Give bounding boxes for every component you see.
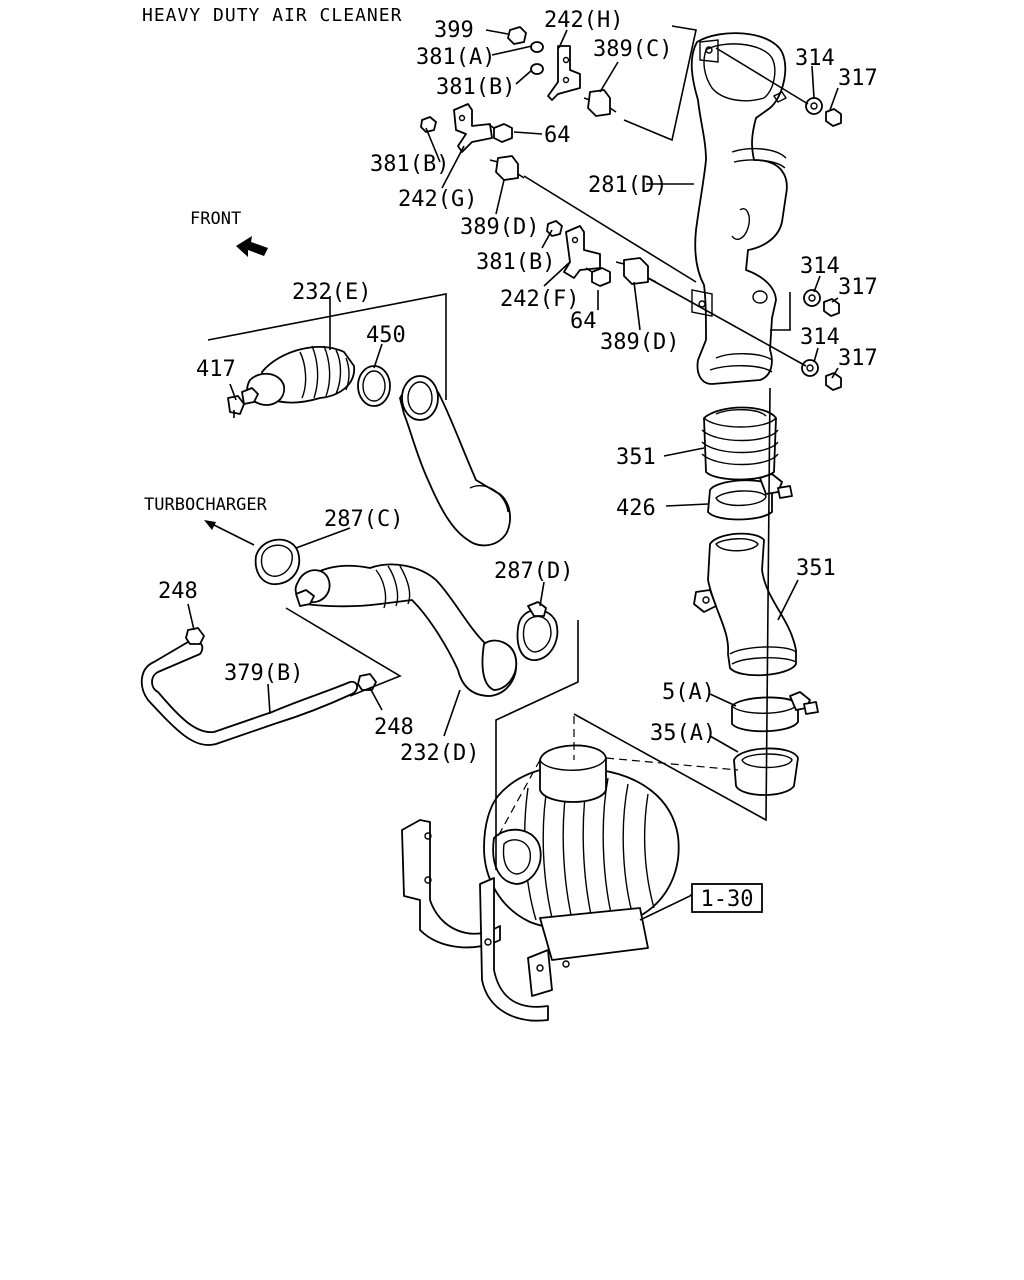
bracket-242h	[547, 45, 581, 101]
callout-label: 64	[570, 309, 597, 334]
clamp-287c	[254, 538, 301, 585]
callout-label: 381(B)	[436, 75, 515, 100]
callout-label: 317	[838, 275, 878, 300]
front-label: FRONT	[190, 209, 241, 229]
turbocharger-label: TURBOCHARGER	[144, 495, 268, 515]
nut-381b-left	[420, 116, 437, 133]
washer-314-top	[805, 97, 823, 115]
callout-label: 317	[838, 346, 878, 371]
callout-label: 287(C)	[324, 507, 403, 532]
bolt-64-top	[487, 123, 513, 143]
callout-label: 317	[838, 66, 878, 91]
callout-label: 242(G)	[398, 187, 477, 212]
callout-label: 389(C)	[593, 37, 672, 62]
callout-label: 381(A)	[416, 45, 495, 70]
bellows-351-upper	[701, 406, 779, 481]
callout-label: 242(H)	[544, 8, 623, 33]
callout-label: 450	[366, 323, 406, 348]
nut-317-mid	[823, 298, 840, 317]
clamp-426	[707, 473, 793, 521]
reference-box-label: 1-30	[701, 887, 754, 912]
clamp-5a	[731, 691, 819, 733]
callout-label: 5(A)	[662, 680, 715, 705]
front-arrow-icon	[236, 236, 268, 257]
callout-label: 64	[544, 123, 571, 148]
turbocharger-arrow-icon	[204, 520, 255, 546]
callout-label: 248	[158, 579, 198, 604]
callout-label: 242(F)	[500, 287, 579, 312]
elbow-hose-middle	[399, 375, 511, 547]
callout-label: 281(D)	[588, 173, 667, 198]
callout-label: 389(D)	[460, 215, 539, 240]
diagram-title: HEAVY DUTY AIR CLEANER	[142, 5, 402, 26]
callout-label: 314	[800, 254, 840, 279]
nut-399	[507, 26, 527, 45]
air-cleaner-housing	[483, 744, 680, 968]
callout-label: 399	[434, 18, 474, 43]
mounting-bracket	[401, 819, 553, 1022]
hose-232d	[294, 563, 518, 697]
clip-248-upper	[185, 627, 205, 645]
nut-317-top	[825, 108, 842, 127]
nut-317-low	[825, 372, 842, 391]
leader-lines	[187, 25, 839, 921]
callout-label: 232(E)	[292, 280, 371, 305]
callout-label: 389(D)	[600, 330, 679, 355]
callout-label: 379(B)	[224, 661, 303, 686]
washer-381b-top	[530, 63, 544, 75]
reference-box	[691, 883, 763, 913]
mount-389d-lower	[615, 257, 657, 285]
callout-label: 417	[196, 357, 236, 382]
clamp-287d	[516, 601, 559, 661]
bracket-242g	[453, 103, 493, 153]
callout-label: 381(B)	[370, 152, 449, 177]
intake-duct-281d	[690, 32, 788, 385]
callout-label: 314	[800, 325, 840, 350]
parts-drawings	[140, 26, 842, 1022]
ring-450	[357, 365, 391, 407]
mount-389c	[583, 89, 617, 117]
callout-label: 314	[795, 46, 835, 71]
callout-label: 248	[374, 715, 414, 740]
callout-label: 351	[796, 556, 836, 581]
callout-label: 287(D)	[494, 559, 573, 584]
washer-314-low	[801, 359, 819, 377]
callout-label: 232(D)	[400, 741, 479, 766]
callout-label: 426	[616, 496, 656, 521]
callout-label: 381(B)	[476, 250, 555, 275]
hose-379b	[140, 640, 358, 746]
washer-381a	[530, 41, 544, 53]
washer-314-mid	[803, 289, 821, 307]
mount-389d-upper	[489, 155, 525, 181]
callout-labels: 399 242(H) 381(A) 389(C) 381(B) 314 317 …	[158, 8, 878, 766]
elbow-351-lower	[693, 532, 797, 677]
hose-232e	[241, 345, 355, 406]
bolt-64-mid	[585, 267, 611, 287]
clamp-417	[227, 395, 245, 418]
callout-label: 351	[616, 445, 656, 470]
clip-248-lower	[357, 673, 377, 691]
callout-label: 35(A)	[650, 721, 716, 746]
